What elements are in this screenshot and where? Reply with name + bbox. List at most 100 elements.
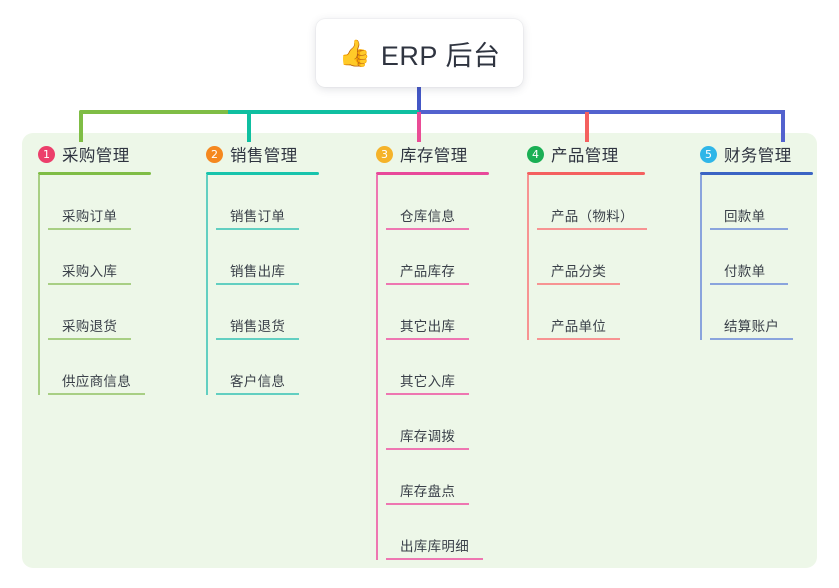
list-item[interactable]: 供应商信息 bbox=[48, 340, 151, 395]
list-item-rule bbox=[216, 283, 299, 285]
column-header-3[interactable]: 3 库存管理 bbox=[376, 142, 489, 172]
column-title-3: 库存管理 bbox=[400, 147, 468, 165]
list-item-rule bbox=[710, 283, 788, 285]
connector-stem bbox=[417, 86, 421, 112]
list-item-label: 结算账户 bbox=[724, 319, 780, 334]
branch-column-4: 4 产品管理产品（物料） 产品分类产品单位 bbox=[527, 142, 647, 340]
list-item-label: 回款单 bbox=[724, 209, 766, 224]
list-item-rule bbox=[48, 338, 131, 340]
list-item-rule bbox=[386, 448, 469, 450]
list-item[interactable]: 销售订单 bbox=[216, 175, 319, 230]
column-items-4: 产品（物料） 产品分类产品单位 bbox=[527, 175, 647, 340]
branch-column-1: 1 采购管理采购订单采购入库采购退货供应商信息 bbox=[38, 142, 151, 395]
column-spine-1 bbox=[38, 175, 40, 395]
list-item-rule bbox=[386, 558, 483, 560]
list-item-rule bbox=[386, 228, 469, 230]
list-item[interactable]: 付款单 bbox=[710, 230, 813, 285]
list-item-label: 其它入库 bbox=[400, 374, 456, 389]
connector-bus-right bbox=[419, 110, 785, 114]
list-item-label: 出库库明细 bbox=[400, 539, 469, 554]
branch-column-2: 2 销售管理销售订单销售出库销售退货客户信息 bbox=[206, 142, 319, 395]
list-item[interactable]: 产品（物料） bbox=[537, 175, 647, 230]
column-spine-4 bbox=[527, 175, 529, 340]
list-item-label: 销售出库 bbox=[230, 264, 286, 279]
column-header-5[interactable]: 5 财务管理 bbox=[700, 142, 813, 172]
column-spine-2 bbox=[206, 175, 208, 395]
list-item[interactable]: 其它入库 bbox=[386, 340, 489, 395]
list-item-label: 供应商信息 bbox=[62, 374, 131, 389]
column-header-rule-4 bbox=[527, 172, 645, 175]
branch-column-3: 3 库存管理仓库信息产品库存其它出库其它入库库存调拨库存盘点出库库明细 bbox=[376, 142, 489, 560]
column-items-1: 采购订单采购入库采购退货供应商信息 bbox=[38, 175, 151, 395]
column-badge-5: 5 bbox=[700, 145, 717, 163]
list-item-rule bbox=[386, 393, 469, 395]
list-item-rule bbox=[386, 283, 469, 285]
list-item[interactable]: 产品单位 bbox=[537, 285, 645, 340]
list-item[interactable]: 销售退货 bbox=[216, 285, 319, 340]
column-header-rule-2 bbox=[206, 172, 319, 175]
column-title-5: 财务管理 bbox=[724, 147, 792, 165]
list-item-rule bbox=[48, 283, 131, 285]
column-title-2: 销售管理 bbox=[230, 147, 298, 165]
list-item[interactable]: 客户信息 bbox=[216, 340, 319, 395]
list-item-rule bbox=[216, 393, 299, 395]
column-title-4: 产品管理 bbox=[551, 147, 619, 165]
list-item-rule bbox=[710, 228, 788, 230]
column-items-5: 回款单付款单结算账户 bbox=[700, 175, 813, 340]
list-item-label: 产品库存 bbox=[400, 264, 456, 279]
list-item-rule bbox=[216, 338, 299, 340]
root-node-title: ERP 后台 bbox=[380, 40, 501, 71]
connector-bus-middle bbox=[228, 110, 419, 114]
list-item[interactable]: 其它出库 bbox=[386, 285, 489, 340]
column-badge-4: 4 bbox=[527, 145, 544, 163]
list-item-rule bbox=[48, 393, 145, 395]
connector-drop-column-1 bbox=[79, 112, 83, 142]
list-item[interactable]: 采购入库 bbox=[48, 230, 151, 285]
list-item[interactable]: 库存调拨 bbox=[386, 395, 489, 450]
list-item-rule bbox=[710, 338, 793, 340]
list-item[interactable]: 仓库信息 bbox=[386, 175, 489, 230]
list-item-label: 客户信息 bbox=[230, 374, 286, 389]
list-item[interactable]: 销售出库 bbox=[216, 230, 319, 285]
root-node-card[interactable]: 👍 ERP 后台 bbox=[316, 19, 523, 87]
list-item-rule bbox=[537, 338, 620, 340]
column-spine-3 bbox=[376, 175, 378, 560]
list-item[interactable]: 库存盘点 bbox=[386, 450, 489, 505]
list-item-label: 销售退货 bbox=[230, 319, 286, 334]
list-item-rule bbox=[386, 338, 469, 340]
list-item[interactable]: 采购退货 bbox=[48, 285, 151, 340]
list-item[interactable]: 结算账户 bbox=[710, 285, 813, 340]
column-badge-1: 1 bbox=[38, 145, 55, 163]
column-title-1: 采购管理 bbox=[62, 147, 130, 165]
list-item-label: 付款单 bbox=[724, 264, 766, 279]
connector-drop-column-3 bbox=[417, 112, 421, 142]
column-badge-2: 2 bbox=[206, 145, 223, 163]
column-spine-5 bbox=[700, 175, 702, 340]
thumbs-up-icon: 👍 bbox=[338, 38, 371, 68]
column-header-2[interactable]: 2 销售管理 bbox=[206, 142, 319, 172]
connector-drop-column-5 bbox=[781, 112, 785, 142]
list-item-label: 产品（物料） bbox=[551, 209, 634, 224]
list-item-rule bbox=[537, 228, 647, 230]
list-item-label: 销售订单 bbox=[230, 209, 286, 224]
list-item-label: 库存盘点 bbox=[400, 484, 456, 499]
list-item[interactable]: 采购订单 bbox=[48, 175, 151, 230]
list-item[interactable]: 产品库存 bbox=[386, 230, 489, 285]
column-header-4[interactable]: 4 产品管理 bbox=[527, 142, 645, 172]
diagram-panel bbox=[22, 133, 817, 568]
column-header-rule-1 bbox=[38, 172, 151, 175]
list-item-label: 采购订单 bbox=[62, 209, 118, 224]
list-item-rule bbox=[537, 283, 620, 285]
list-item[interactable]: 产品分类 bbox=[537, 230, 645, 285]
list-item-label: 产品分类 bbox=[551, 264, 607, 279]
column-items-2: 销售订单销售出库销售退货客户信息 bbox=[206, 175, 319, 395]
column-header-1[interactable]: 1 采购管理 bbox=[38, 142, 151, 172]
column-header-rule-5 bbox=[700, 172, 813, 175]
column-header-rule-3 bbox=[376, 172, 489, 175]
list-item[interactable]: 回款单 bbox=[710, 175, 813, 230]
list-item-label: 仓库信息 bbox=[400, 209, 456, 224]
list-item-label: 采购退货 bbox=[62, 319, 118, 334]
column-items-3: 仓库信息产品库存其它出库其它入库库存调拨库存盘点出库库明细 bbox=[376, 175, 489, 560]
list-item[interactable]: 出库库明细 bbox=[386, 505, 489, 560]
column-badge-3: 3 bbox=[376, 145, 393, 163]
